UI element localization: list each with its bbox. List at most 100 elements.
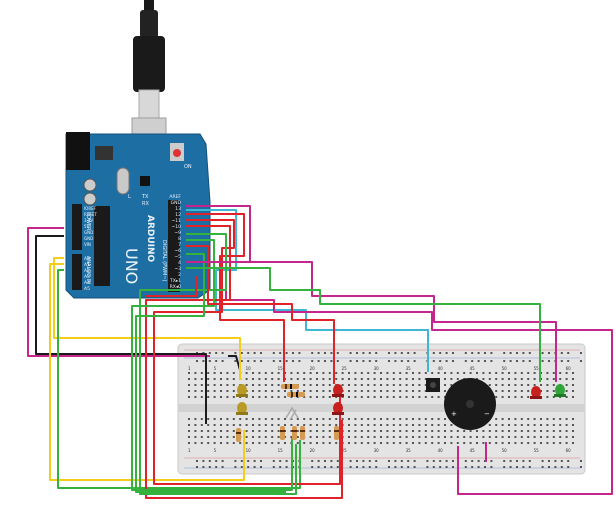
breadboard-hole[interactable] [296,418,299,420]
rail-hole[interactable] [528,460,531,462]
breadboard-hole[interactable] [495,372,498,374]
rail-hole[interactable] [580,360,582,362]
breadboard-hole[interactable] [284,424,286,426]
breadboard-hole[interactable] [520,396,523,398]
breadboard-hole[interactable] [405,384,408,386]
rail-hole[interactable] [375,352,378,354]
breadboard-hole[interactable] [418,396,421,398]
breadboard-hole[interactable] [495,436,498,438]
breadboard-hole[interactable] [437,372,440,374]
rail-hole[interactable] [330,360,333,362]
breadboard-hole[interactable] [232,390,235,392]
breadboard-hole[interactable] [495,390,498,392]
breadboard-hole[interactable] [348,418,350,420]
breadboard-hole[interactable] [572,390,574,392]
breadboard-hole[interactable] [194,372,197,374]
breadboard-hole[interactable] [207,390,210,392]
breadboard-hole[interactable] [520,436,523,438]
breadboard-hole[interactable] [290,436,293,438]
rail-hole[interactable] [336,460,339,462]
rail-hole[interactable] [362,352,365,354]
breadboard-hole[interactable] [271,384,274,386]
breadboard-hole[interactable] [239,442,242,444]
breadboard-hole[interactable] [450,372,453,374]
breadboard-hole[interactable] [533,384,536,386]
breadboard-hole[interactable] [367,424,370,426]
breadboard-hole[interactable] [348,372,350,374]
rail-hole[interactable] [394,460,397,462]
rail-hole[interactable] [400,352,403,354]
breadboard-hole[interactable] [431,418,434,420]
breadboard-hole[interactable] [469,430,472,432]
breadboard-hole[interactable] [565,436,568,438]
breadboard-hole[interactable] [316,436,318,438]
breadboard-hole[interactable] [328,372,331,374]
rail-hole[interactable] [548,466,550,468]
rail-hole[interactable] [368,352,371,354]
breadboard-hole[interactable] [514,424,517,426]
breadboard-hole[interactable] [559,430,562,432]
rail-hole[interactable] [567,466,570,468]
breadboard-hole[interactable] [213,384,216,386]
rail-hole[interactable] [567,352,570,354]
breadboard-hole[interactable] [412,430,414,432]
breadboard-hole[interactable] [380,436,382,438]
rail-hole[interactable] [490,360,493,362]
breadboard-hole[interactable] [232,430,235,432]
breadboard-hole[interactable] [527,442,530,444]
resistor-6[interactable] [300,426,305,440]
breadboard-hole[interactable] [296,390,299,392]
breadboard-hole[interactable] [309,430,312,432]
breadboard-hole[interactable] [213,436,216,438]
breadboard-hole[interactable] [380,390,382,392]
breadboard-hole[interactable] [360,436,363,438]
breadboard-hole[interactable] [328,378,331,380]
breadboard-hole[interactable] [373,390,376,392]
breadboard-hole[interactable] [476,372,478,374]
rail-hole[interactable] [279,460,282,462]
breadboard-hole[interactable] [392,372,395,374]
breadboard-hole[interactable] [341,372,344,374]
rail-hole[interactable] [445,352,448,354]
breadboard-hole[interactable] [546,372,549,374]
breadboard-hole[interactable] [258,372,261,374]
breadboard-hole[interactable] [277,436,280,438]
breadboard-hole[interactable] [194,430,197,432]
breadboard-hole[interactable] [527,418,530,420]
breadboard-hole[interactable] [514,384,517,386]
breadboard-hole[interactable] [527,436,530,438]
breadboard-hole[interactable] [488,384,491,386]
rail-hole[interactable] [234,466,237,468]
rail-hole[interactable] [362,460,365,462]
breadboard-hole[interactable] [488,424,491,426]
breadboard-hole[interactable] [405,436,408,438]
breadboard-hole[interactable] [348,390,350,392]
breadboard-hole[interactable] [508,384,510,386]
rail-hole[interactable] [580,460,582,462]
breadboard-hole[interactable] [290,390,293,392]
breadboard-hole[interactable] [367,418,370,420]
breadboard-hole[interactable] [296,430,299,432]
breadboard-hole[interactable] [533,418,536,420]
breadboard-hole[interactable] [226,384,229,386]
led-green-1[interactable] [554,384,566,397]
breadboard-hole[interactable] [488,378,491,380]
rail-hole[interactable] [388,352,390,354]
breadboard-hole[interactable] [380,396,382,398]
breadboard-hole[interactable] [232,424,235,426]
breadboard[interactable]: 1155101015152020252530303535404045455050… [177,343,586,475]
breadboard-hole[interactable] [552,390,555,392]
breadboard-hole[interactable] [296,436,299,438]
breadboard-hole[interactable] [303,384,306,386]
rail-hole[interactable] [349,466,352,468]
breadboard-hole[interactable] [284,390,286,392]
breadboard-hole[interactable] [271,424,274,426]
rail-hole[interactable] [560,466,563,468]
resistor-1[interactable] [281,384,299,389]
breadboard-hole[interactable] [328,418,331,420]
breadboard-hole[interactable] [296,442,299,444]
resistor-5[interactable] [292,426,297,440]
breadboard-hole[interactable] [328,430,331,432]
rail-hole[interactable] [330,460,333,462]
breadboard-hole[interactable] [200,424,203,426]
